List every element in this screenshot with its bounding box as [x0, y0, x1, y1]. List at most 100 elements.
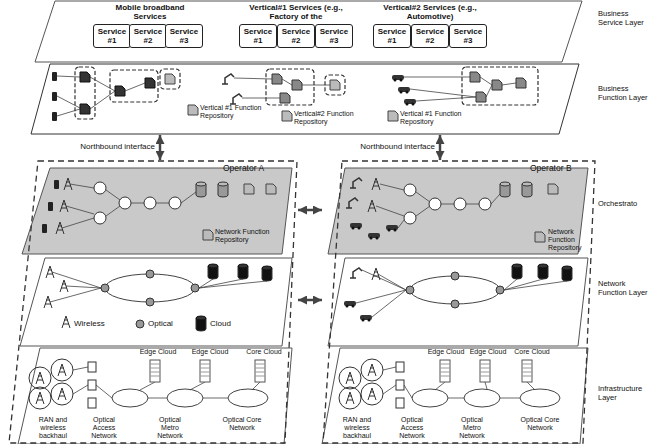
icon [512, 264, 522, 279]
icon [538, 264, 548, 279]
icon [218, 182, 228, 197]
icon [368, 364, 376, 376]
part-label: Network Function Repository [215, 228, 277, 244]
link-line [435, 382, 445, 390]
link-line [70, 184, 94, 188]
icon [36, 372, 44, 384]
icon [562, 266, 572, 281]
service-group-title: Vertical#1 Services (e.g., Factory of th… [236, 3, 356, 21]
network-node [404, 212, 416, 224]
region-border [323, 161, 595, 443]
icon [346, 198, 358, 208]
group-frame [88, 362, 96, 372]
link-line [466, 204, 479, 205]
part-label: Edge Cloud [136, 348, 180, 356]
link-line [106, 206, 120, 216]
icon [42, 224, 47, 233]
layer-name: Business Function Layer [598, 85, 652, 102]
icon [60, 280, 68, 292]
service-box: Service #3 [315, 24, 353, 48]
icon [372, 268, 380, 280]
icon [196, 316, 206, 331]
service-label: Service #1 [97, 27, 127, 45]
layer-plane [20, 258, 292, 346]
icon [522, 360, 532, 382]
icon [52, 112, 57, 121]
link-line [199, 279, 243, 288]
network-node [101, 284, 109, 292]
link-line [156, 203, 169, 204]
group-frame [396, 380, 404, 390]
optical-ring [167, 389, 203, 407]
icon [500, 182, 510, 197]
network-node [136, 320, 144, 328]
icon [368, 388, 376, 400]
link-line [404, 385, 412, 398]
network-node [454, 198, 466, 210]
icon [346, 392, 354, 404]
icon [56, 222, 64, 234]
link-line [502, 83, 516, 85]
service-box: Service #2 [277, 24, 315, 48]
icon [208, 264, 218, 279]
icon [398, 87, 410, 94]
link-line [140, 382, 155, 390]
part-label: Network Function Repository [548, 228, 592, 252]
icon [145, 78, 155, 88]
link-line [383, 367, 396, 370]
link-line [234, 78, 272, 79]
link-line [448, 398, 464, 399]
network-node [29, 367, 51, 389]
icon [255, 360, 265, 382]
part-label: Optical [148, 319, 173, 328]
part-label: Core Cloud [242, 348, 286, 356]
link-line [50, 288, 101, 302]
link-line [416, 97, 476, 101]
layer-plane [328, 258, 588, 346]
icon [36, 392, 44, 404]
icon [346, 372, 354, 384]
repository-label: Vertical#2 Function Repository [294, 110, 358, 126]
link-line [125, 83, 145, 91]
link-line [383, 385, 396, 394]
link-line [376, 206, 404, 216]
repository-label: Vertical #1 Function Repository [200, 104, 264, 120]
link-line [410, 89, 476, 97]
region-outline [8, 160, 298, 444]
icon [150, 360, 160, 382]
group-frame [88, 398, 96, 408]
network-node [51, 359, 73, 381]
link-line [190, 382, 205, 390]
service-group-title: Mobile broadband Services [100, 3, 200, 21]
link-line [57, 96, 80, 108]
icon [368, 233, 380, 240]
part-label: Optical Metro Network [452, 416, 492, 440]
icon [280, 93, 290, 103]
icon [404, 99, 416, 106]
link-line [73, 367, 88, 370]
icon [330, 80, 340, 90]
service-label: Service #2 [281, 27, 311, 45]
layer-plane [22, 168, 292, 254]
part-label: RAN and wireless backhaul [30, 416, 76, 440]
part-label: Optical Core Network [520, 416, 560, 432]
group-frame [396, 362, 404, 372]
link-line [380, 184, 404, 190]
link-line [504, 279, 543, 290]
network-node [429, 198, 441, 210]
layer-plane [35, 1, 582, 62]
icon [372, 178, 380, 190]
service-label: Service #2 [415, 27, 445, 45]
icon [480, 360, 490, 382]
network-node [406, 286, 414, 294]
part-label: Optical Access Network [392, 416, 432, 440]
icon [238, 264, 248, 279]
icon [200, 360, 210, 382]
interface-label: Northbound interface [359, 142, 436, 151]
icon [262, 266, 272, 281]
link-line [416, 206, 430, 216]
icon [58, 388, 66, 400]
icon [350, 268, 362, 278]
interface-arrow [159, 135, 162, 160]
icon [46, 266, 54, 278]
